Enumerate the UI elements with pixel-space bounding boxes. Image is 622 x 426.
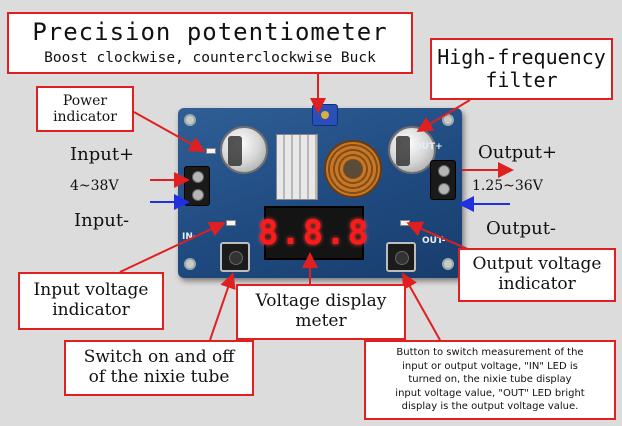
btn-line2: input or output voltage, "IN" LED is — [402, 360, 578, 372]
silk-in: IN- — [182, 232, 197, 242]
power-line2: indicator — [53, 109, 117, 125]
title-line2: Boost clockwise, counterclockwise Buck — [44, 50, 376, 67]
output-terminal — [430, 160, 456, 200]
switch-line2: of the nixie tube — [88, 367, 230, 387]
voltage-display-box: Voltage display meter — [236, 284, 406, 340]
power-indicator-box: Power indicator — [36, 86, 134, 132]
seven-segment-display: 8.8.8 — [258, 206, 368, 260]
output-minus-label: Output- — [486, 218, 557, 239]
output-voltage-indicator-box: Output voltage indicator — [458, 248, 616, 302]
input-capacitor — [220, 126, 268, 174]
button-description-box: Button to switch measurement of the inpu… — [364, 340, 616, 420]
input-range-label: 4~38V — [70, 178, 119, 194]
silk-out-minus: OUT- — [422, 236, 446, 246]
arrow-button — [402, 272, 441, 341]
power-line1: Power — [62, 92, 108, 109]
output-plus-label: Output+ — [478, 142, 558, 163]
mount-hole-icon — [184, 114, 196, 126]
input-voltage-indicator-box: Input voltage indicator — [18, 272, 164, 330]
btn-line4: input voltage value, "OUT" LED bright — [395, 387, 585, 399]
btn-line3: turned on, the nixie tube display — [408, 374, 572, 386]
inductor-coil — [324, 140, 382, 198]
btn-line1: Button to switch measurement of the — [396, 347, 584, 359]
display-reading: 8.8.8 — [257, 213, 371, 253]
input-minus-label: Input- — [74, 210, 130, 231]
nixie-switch-button[interactable] — [220, 242, 250, 272]
power-led — [206, 148, 216, 154]
mount-hole-icon — [442, 258, 454, 270]
arrow-in-led — [119, 221, 226, 273]
disp-line2: meter — [295, 311, 347, 331]
disp-line1: Voltage display — [255, 291, 387, 312]
mount-hole-icon — [184, 258, 196, 270]
output-range-label: 1.25~36V — [472, 178, 543, 194]
input-plus-label: Input+ — [70, 144, 135, 165]
input-led — [226, 220, 236, 226]
nixie-switch-box: Switch on and off of the nixie tube — [64, 340, 254, 396]
output-capacitor — [388, 126, 436, 174]
hf-line1: High-frequency — [437, 45, 606, 69]
measure-toggle-button[interactable] — [386, 242, 416, 272]
hf-line2: filter — [485, 68, 558, 92]
switch-line1: Switch on and off — [83, 347, 235, 368]
arrow-switch — [209, 272, 236, 341]
arrow-power — [133, 111, 206, 152]
heatsink — [276, 134, 318, 200]
title-line1: Precision potentiometer — [32, 17, 388, 46]
inv-line1: Input voltage — [33, 280, 149, 301]
arrow-hf — [416, 99, 471, 133]
mount-hole-icon — [442, 114, 454, 126]
silk-out: OUT+ — [414, 142, 443, 152]
title-box: Precision potentiometer Boost clockwise,… — [7, 12, 413, 74]
hf-filter-box: High-frequency filter — [430, 38, 613, 100]
inv-line2: indicator — [52, 300, 130, 320]
arrow-out-led — [406, 221, 471, 251]
btn-line5: display is the output voltage value. — [401, 401, 579, 413]
outv-line1: Output voltage — [472, 254, 602, 275]
outv-line2: indicator — [498, 274, 576, 294]
